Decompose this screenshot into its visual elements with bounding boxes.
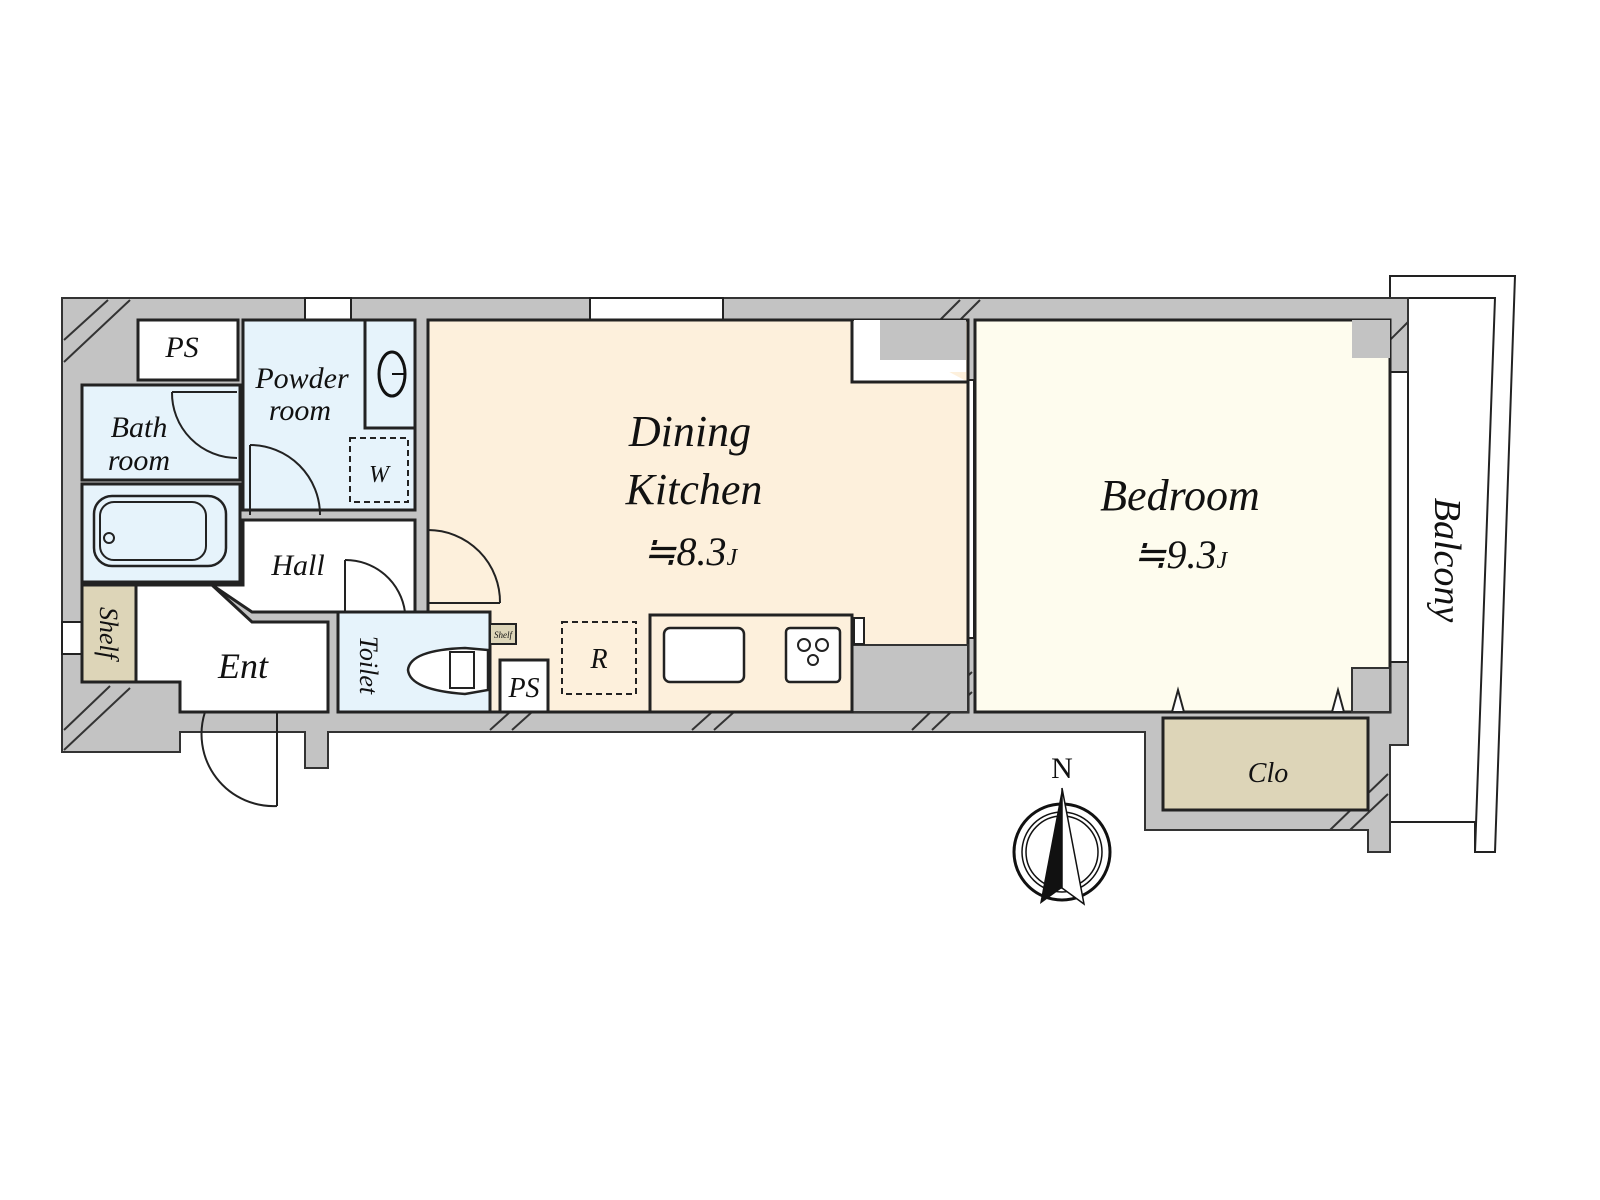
bath-room-label-2: room	[108, 444, 170, 477]
north-arrow-icon	[1040, 788, 1062, 904]
ps-top-area	[136, 318, 240, 382]
bedroom-label: Bedroom	[1100, 471, 1260, 520]
refrigerator-space	[561, 621, 637, 695]
dining-kitchen-label-2: Kitchen	[625, 465, 763, 514]
washer-space	[349, 437, 409, 503]
entrance-label: Ent	[217, 646, 269, 686]
shelf-ent	[80, 583, 138, 684]
powder-room-label-1: Powder	[254, 362, 349, 395]
balcony: Balcony	[1389, 275, 1517, 853]
dining-kitchen-size: ≒8.3J	[643, 529, 739, 574]
balcony-label: Balcony	[1426, 498, 1468, 623]
kitchen-sink-icon	[662, 626, 746, 684]
ps-top-label: PS	[164, 331, 198, 364]
bathtub-icon	[92, 494, 228, 568]
refrigerator-label: R	[589, 644, 607, 675]
bath-room-area	[80, 383, 242, 482]
washer-label: W	[369, 462, 391, 488]
vanity	[363, 318, 417, 430]
north-compass: N	[1012, 752, 1112, 906]
hall-area	[207, 518, 417, 614]
bath-room-label-1: Bath	[111, 411, 168, 444]
bedroom-area	[973, 318, 1392, 714]
shelf-ent-label: Shelf	[94, 607, 123, 663]
shelf-toilet-label: Shelf	[494, 630, 513, 640]
closet-label: Clo	[1248, 758, 1288, 789]
shelf-toilet	[489, 623, 517, 645]
doors[interactable]	[170, 391, 502, 808]
closet-area	[1161, 716, 1370, 812]
ps-small-label: PS	[507, 673, 539, 704]
hall-label: Hall	[270, 549, 324, 582]
toilet-icon	[406, 646, 490, 696]
north-label: N	[1051, 752, 1073, 785]
bedroom-size: ≒9.3J	[1133, 532, 1229, 577]
dining-kitchen-label-1: Dining	[628, 407, 751, 456]
powder-room-label-2: room	[269, 394, 331, 427]
toilet-label: Toilet	[354, 636, 383, 695]
ps-small-area	[498, 658, 550, 714]
